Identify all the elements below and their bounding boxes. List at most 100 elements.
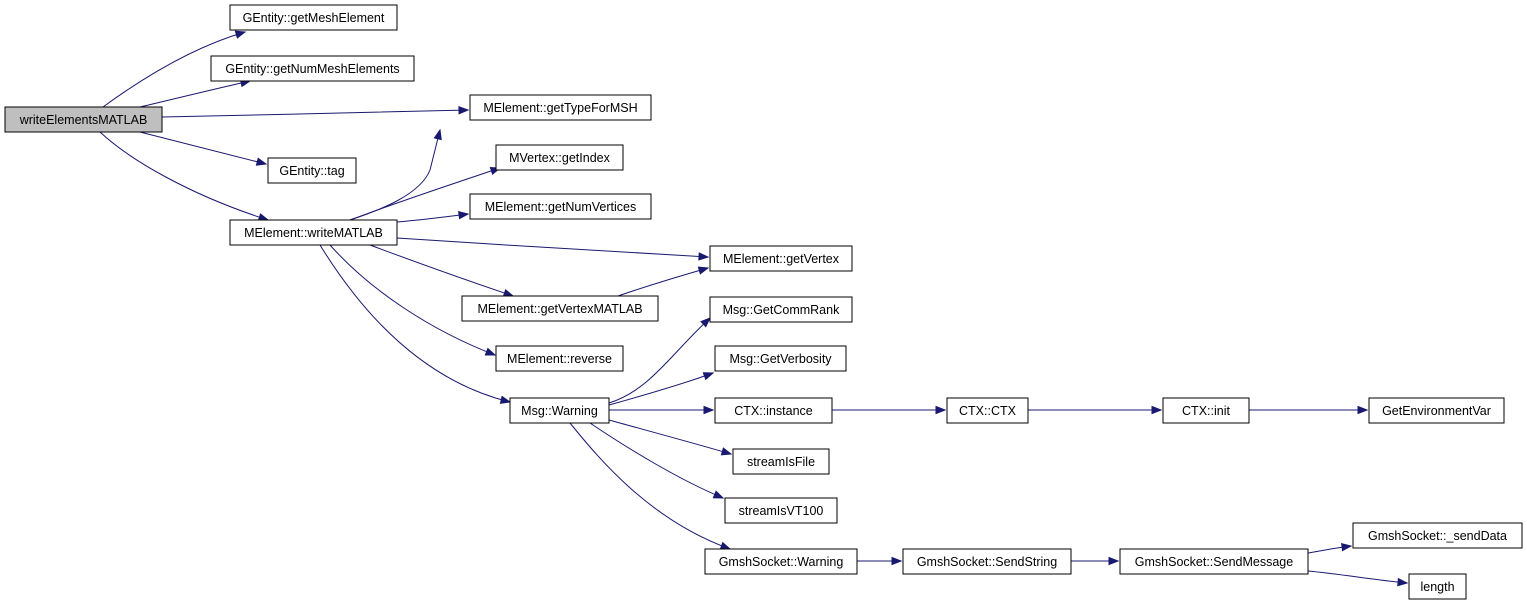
- node-msg_warning[interactable]: Msg::Warning: [509, 397, 610, 424]
- arrowhead-mel_getvertexmatlab: [502, 288, 515, 297]
- node-mel_getvertexmatlab[interactable]: MElement::getVertexMATLAB: [461, 295, 659, 322]
- node-box[interactable]: [709, 296, 853, 323]
- arrowhead-gs_warning: [719, 541, 732, 550]
- node-label: Msg::GetVerbosity: [729, 352, 832, 366]
- node-label: MElement::getNumVertices: [485, 200, 636, 214]
- node-msg_verbosity[interactable]: Msg::GetVerbosity: [714, 345, 847, 372]
- node-box[interactable]: [714, 397, 833, 424]
- node-label: streamIsFile: [747, 455, 815, 469]
- node-label: CTX::init: [1182, 404, 1230, 418]
- node-box[interactable]: [267, 157, 357, 184]
- node-box[interactable]: [704, 548, 858, 575]
- edge-mel_writematlab-to-mv_getindex: [349, 167, 501, 221]
- node-box[interactable]: [229, 4, 398, 31]
- edge-mel_writematlab-to-mel_getvertex: [396, 237, 709, 258]
- arrowhead-gent_tag: [255, 157, 268, 166]
- node-box[interactable]: [495, 144, 624, 171]
- arrowhead-getenv: [1357, 405, 1369, 415]
- node-label: MElement::reverse: [507, 352, 612, 366]
- arrowhead-streamisfile: [720, 447, 733, 456]
- arrowhead-mel_getvertex: [697, 266, 710, 275]
- node-mv_getindex[interactable]: MVertex::getIndex: [495, 144, 624, 171]
- edge-mel_writematlab-to-msg_warning: [319, 244, 511, 403]
- edge-msg_warning-to-msg_commrank: [608, 317, 711, 404]
- node-label: GmshSocket::SendMessage: [1135, 555, 1293, 569]
- edge-msg_warning-to-streamisvt100: [589, 422, 724, 499]
- node-label: CTX::instance: [734, 404, 813, 418]
- node-length[interactable]: length: [1408, 573, 1467, 600]
- node-gent_tag[interactable]: GEntity::tag: [267, 157, 357, 184]
- node-label: GmshSocket::Warning: [719, 555, 844, 569]
- arrowhead-gent_getmesh: [234, 30, 247, 39]
- arrowhead-mel_typeformsh: [458, 105, 470, 115]
- node-box[interactable]: [1352, 522, 1523, 549]
- node-ctx_ctx[interactable]: CTX::CTX: [946, 397, 1029, 424]
- node-box[interactable]: [724, 497, 838, 524]
- node-label: writeElementsMATLAB: [19, 113, 148, 127]
- node-root[interactable]: writeElementsMATLAB: [4, 106, 163, 133]
- node-msg_commrank[interactable]: Msg::GetCommRank: [709, 296, 853, 323]
- edge-root-to-mel_writematlab: [99, 131, 269, 221]
- node-getenv[interactable]: GetEnvironmentVar: [1368, 397, 1505, 424]
- node-gs_sendstring[interactable]: GmshSocket::SendString: [902, 548, 1072, 575]
- arrowhead-msg_commrank: [700, 317, 712, 328]
- node-label: GmshSocket::_sendData: [1368, 529, 1507, 543]
- node-box[interactable]: [709, 245, 853, 272]
- node-box[interactable]: [469, 94, 652, 121]
- node-label: MVertex::getIndex: [509, 151, 611, 165]
- node-box[interactable]: [714, 345, 847, 372]
- node-gs_warning[interactable]: GmshSocket::Warning: [704, 548, 858, 575]
- node-label: MElement::getVertexMATLAB: [477, 302, 642, 316]
- node-label: streamIsVT100: [739, 504, 824, 518]
- arrowhead-streamisvt100: [712, 490, 725, 499]
- node-box[interactable]: [495, 345, 624, 372]
- node-ctx_init[interactable]: CTX::init: [1162, 397, 1250, 424]
- node-streamisfile[interactable]: streamIsFile: [732, 448, 830, 475]
- node-label: length: [1420, 580, 1454, 594]
- arrowhead-mel_reverse: [484, 347, 497, 356]
- node-gent_getmesh[interactable]: GEntity::getMeshElement: [229, 4, 398, 31]
- node-box[interactable]: [509, 397, 610, 424]
- node-gs_sendmessage[interactable]: GmshSocket::SendMessage: [1119, 548, 1309, 575]
- edge-root-to-gent_getmesh: [102, 31, 246, 108]
- node-box[interactable]: [469, 193, 652, 220]
- edge-root-to-mel_typeformsh: [161, 109, 469, 118]
- node-box[interactable]: [1119, 548, 1309, 575]
- node-mel_getvertex[interactable]: MElement::getVertex: [709, 245, 853, 272]
- node-streamisvt100[interactable]: streamIsVT100: [724, 497, 838, 524]
- node-label: MElement::getVertex: [723, 252, 840, 266]
- node-gs_senddata[interactable]: GmshSocket::_sendData: [1352, 522, 1523, 549]
- node-mel_typeformsh[interactable]: MElement::getTypeForMSH: [469, 94, 652, 121]
- node-gent_getnum[interactable]: GEntity::getNumMeshElements: [210, 55, 415, 82]
- arrowhead-gs_sendmessage: [1108, 556, 1120, 566]
- node-box[interactable]: [461, 295, 659, 322]
- edge-root-to-gent_tag: [139, 131, 267, 165]
- edge-root-to-gent_getnum: [139, 80, 251, 108]
- node-box[interactable]: [1162, 397, 1250, 424]
- node-ctx_instance[interactable]: CTX::instance: [714, 397, 833, 424]
- node-label: MElement::writeMATLAB: [244, 226, 383, 240]
- edge-msg_warning-to-streamisfile: [608, 419, 732, 455]
- node-mel_reverse[interactable]: MElement::reverse: [495, 345, 624, 372]
- nodes-layer: writeElementsMATLAB GEntity::getMeshEleme…: [4, 4, 1523, 600]
- edge-msg_warning-to-msg_verbosity: [608, 372, 714, 406]
- node-box[interactable]: [732, 448, 830, 475]
- node-label: MElement::getTypeForMSH: [483, 101, 637, 115]
- arrowhead-ctx_init: [1151, 405, 1163, 415]
- node-box[interactable]: [210, 55, 415, 82]
- node-mel_writematlab[interactable]: MElement::writeMATLAB: [229, 219, 398, 246]
- node-box[interactable]: [902, 548, 1072, 575]
- arrowhead-gs_sendstring: [891, 556, 903, 566]
- arrowhead-length: [1397, 577, 1409, 587]
- node-box[interactable]: [1408, 573, 1467, 600]
- node-mel_numvert[interactable]: MElement::getNumVertices: [469, 193, 652, 220]
- edge-mel_writematlab-to-mel_numvert: [396, 213, 469, 223]
- arrowhead-mel_typeformsh: [433, 128, 442, 141]
- node-box[interactable]: [4, 106, 163, 133]
- arrowhead-ctx_instance: [703, 405, 715, 415]
- node-box[interactable]: [229, 219, 398, 246]
- node-box[interactable]: [1368, 397, 1505, 424]
- node-box[interactable]: [946, 397, 1029, 424]
- node-label: GmshSocket::SendString: [917, 555, 1057, 569]
